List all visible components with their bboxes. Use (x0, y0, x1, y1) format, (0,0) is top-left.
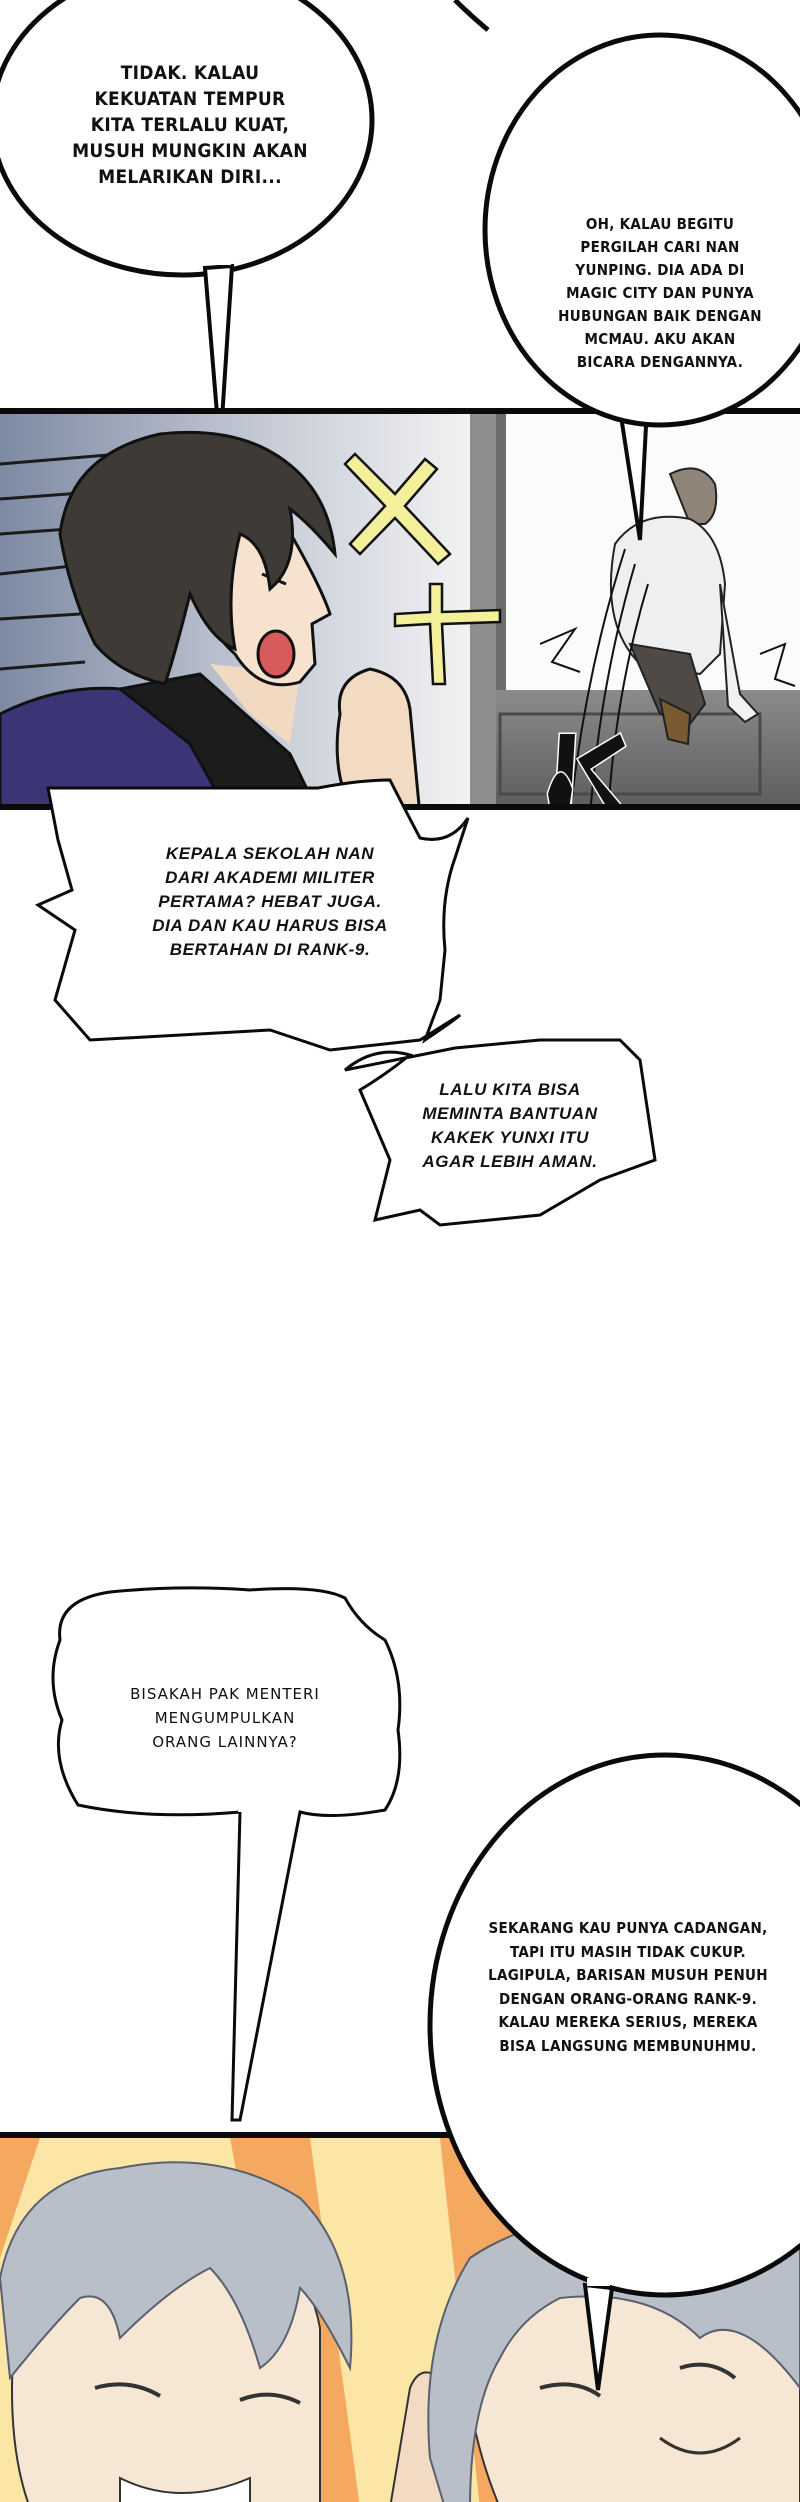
bubble-1-line: KITA TERLALU KUAT, (90, 114, 290, 136)
bubble-5-line: ORANG LAINNYA? (152, 1733, 298, 1751)
bubble-1-line: MELARIKAN DIRI... (98, 166, 282, 188)
speech-bubble-2: OH, KALAU BEGITU PERGILAH CARI NAN YUNPI… (518, 213, 800, 374)
bubble-6-line: KALAU MEREKA SERIUS, MEREKA (498, 2013, 758, 2031)
bubble-2-line: BICARA DENGANNYA. (576, 353, 744, 371)
bubble-1-line: TIDAK. KALAU (120, 62, 260, 84)
speech-bubble-1: TIDAK. KALAU KEKUATAN TEMPUR KITA TERLAL… (30, 60, 350, 190)
bubble-3-line: KEPALA SEKOLAH NAN (165, 844, 375, 863)
bubble-4-line: LALU KITA BISA (439, 1080, 581, 1099)
bubble-5-line: MENGUMPULKAN (154, 1709, 296, 1727)
bubble-2-line: PERGILAH CARI NAN (580, 238, 740, 256)
bubble-2-line: HUBUNGAN BAIK DENGAN (558, 307, 762, 325)
bubble-6-line: SEKARANG KAU PUNYA CADANGAN, (488, 1919, 768, 1937)
panel-office-art (0, 414, 800, 804)
bubble-3-line: BERTAHAN DI RANK-9. (169, 940, 371, 959)
bubble-6-line: DENGAN ORANG-ORANG RANK-9. (498, 1989, 758, 2008)
bubble-1-line: MUSUH MUNGKIN AKAN (72, 140, 308, 162)
speech-bubble-4: LALU KITA BISA MEMINTA BANTUAN KAKEK YUN… (400, 1078, 620, 1174)
bubble-2-line: OH, KALAU BEGITU (585, 215, 735, 233)
speech-bubble-2-shape (482, 32, 800, 541)
bubble-6-line: BISA LANGSUNG MEMBUNUHMU. (499, 2036, 757, 2055)
speech-bubble-5: BISAKAH PAK MENTERI MENGUMPULKAN ORANG L… (70, 1682, 380, 1754)
bubble-1-line: KEKUATAN TEMPUR (94, 88, 286, 110)
speech-bubble-3: KEPALA SEKOLAH NAN DARI AKADEMI MILITER … (100, 842, 440, 962)
bubble-3-line: DARI AKADEMI MILITER (165, 868, 375, 887)
bubble-4-line: KAKEK YUNXI ITU (431, 1128, 589, 1147)
speech-bubble-5-shape (51, 1586, 402, 2122)
speech-bubble-1-shape (0, 0, 490, 420)
bubble-2-line: MAGIC CITY DAN PUNYA (566, 284, 754, 302)
bubble-4-line: MEMINTA BANTUAN (422, 1104, 598, 1123)
bubble-5-line: BISAKAH PAK MENTERI (130, 1685, 320, 1703)
bubble-2-line: YUNPING. DIA ADA DI (575, 261, 745, 279)
sfx-whoosh (546, 731, 627, 804)
speech-bubble-3-shape (34, 778, 657, 1227)
bubble-3-line: DIA DAN KAU HARUS BISA (152, 916, 388, 935)
bubble-2-line: MCMAU. AKU AKAN (584, 330, 736, 348)
panel-office (0, 408, 800, 810)
bubble-4-line: AGAR LEBIH AMAN. (422, 1152, 598, 1171)
bubble-6-line: TAPI ITU MASIH TIDAK CUKUP. (510, 1942, 746, 1961)
bubble-6-line: LAGIPULA, BARISAN MUSUH PENUH (488, 1966, 768, 1984)
speech-bubble-6: SEKARANG KAU PUNYA CADANGAN, TAPI ITU MA… (448, 1917, 800, 2058)
bubble-3-line: PERTAMA? HEBAT JUGA. (158, 892, 382, 911)
